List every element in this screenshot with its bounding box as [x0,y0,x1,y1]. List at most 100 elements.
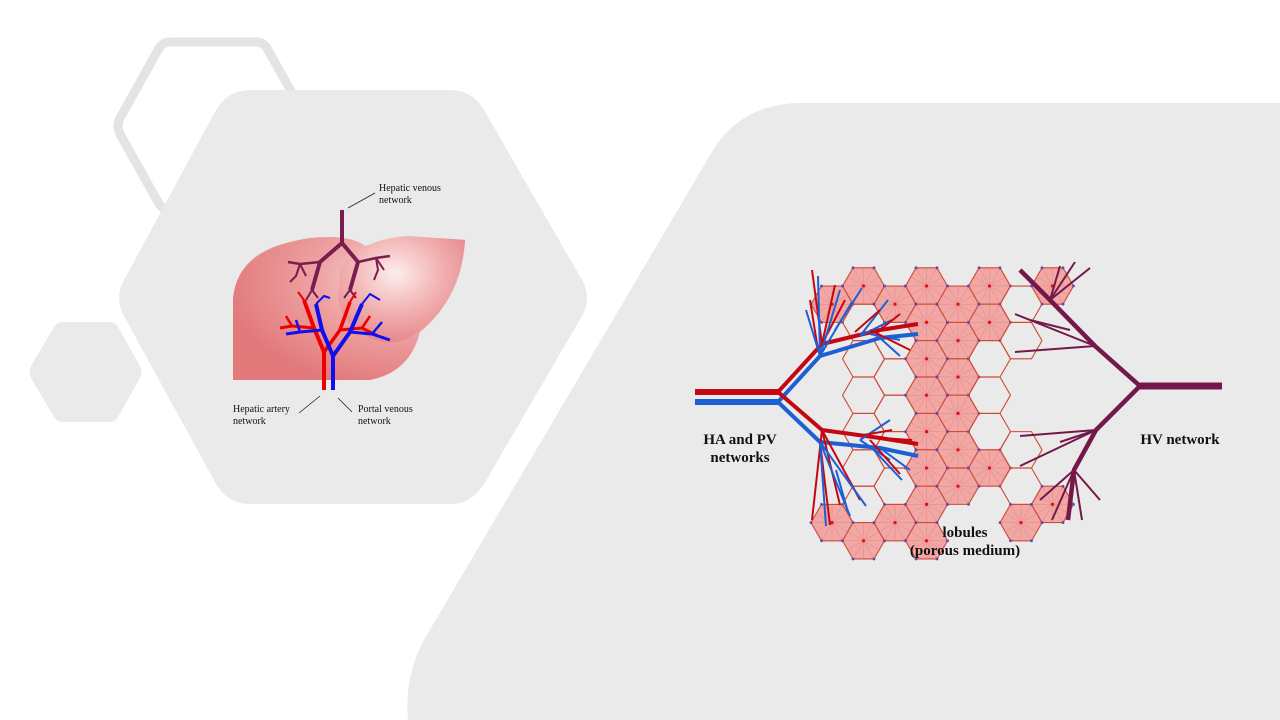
lobule [998,503,1044,543]
central-vein-dot [956,302,960,306]
sinusoid [973,285,990,296]
portal-triad-dot [946,357,949,361]
sinusoid [915,504,927,523]
sinusoid [957,304,969,323]
portal-triad-dot [872,557,876,561]
sinusoid [957,367,974,378]
sinusoid [884,522,896,541]
portal-triad-dot [883,503,886,506]
sinusoid [831,504,843,523]
hepatic-vein-twig [1073,469,1083,521]
sinusoid [989,304,1001,323]
sinusoid [947,376,959,396]
sinusoid [915,467,927,487]
sinusoid [1020,522,1032,541]
sinusoid [1041,267,1053,287]
ha-annotation-line [298,395,321,414]
hepatic-artery-twig [879,437,913,441]
sinusoid [910,504,927,514]
sinusoid [894,285,906,305]
portal-triad-dot [914,412,918,415]
hepatic-vein-twig [1049,261,1076,301]
portal-triad-dot [820,539,823,543]
portal-triad-dot [904,430,907,433]
sinusoid [863,531,880,542]
sinusoid [926,458,943,469]
central-vein-dot [861,284,866,288]
sinusoid [831,285,843,305]
sinusoid [942,340,959,350]
right-panel [407,103,1280,720]
sinusoid [957,340,969,359]
network-vessels [695,261,1222,527]
sinusoid [942,331,959,341]
hepatic-vein-twig [1073,469,1101,501]
portal-triad-dot [935,412,939,415]
portal-triad-dot [872,266,876,270]
sinusoid [926,340,938,359]
sinusoid [957,431,969,450]
sinusoid [915,340,927,359]
hepatic-vein-twig [299,263,307,277]
portal-vein-twig [835,469,849,513]
sinusoid [915,431,927,450]
portal-triad-dot [998,266,1002,270]
portal-triad-dot [904,393,907,397]
central-vein-dot [956,484,960,488]
portal-triad-dot [977,484,981,488]
central-vein-dot [924,284,929,288]
sinusoid [957,413,969,432]
portal-triad-dot [935,521,939,525]
sinusoid [863,267,875,287]
sinusoid [910,358,927,369]
sinusoid [1036,504,1053,514]
hepatic-vein-twig [1049,265,1061,301]
hepatic-vein-twig [373,257,379,281]
portal-vein-twig [805,309,821,357]
sinusoid [978,267,990,287]
portal-triad-dot [1030,503,1033,506]
sinusoid [1020,513,1037,523]
hepatic-artery-twig [821,284,836,345]
portal-triad-dot [1040,302,1044,306]
sinusoid [879,303,896,314]
portal-triad-dot [914,302,918,306]
hepatic-artery-upper-branch [776,322,919,394]
sinusoid [879,513,896,523]
sinusoid [915,449,927,469]
lobule [935,430,981,470]
portal-triad-dot [809,521,813,524]
portal-triad-dot [967,284,970,288]
central-vein-dot [924,539,929,543]
portal-triad-dot [946,502,949,506]
sinusoid [910,385,927,396]
portal-triad-dot [967,466,970,470]
sinusoid [1005,522,1022,532]
sinusoid [1036,285,1053,296]
central-vein-dot [924,466,929,470]
portal-vein-twig [819,441,827,527]
portal-triad-dot [1040,266,1044,270]
portal-triad-dot [1040,521,1044,524]
portal-triad-dot [841,539,844,543]
sinusoid [947,340,959,359]
sinusoid [852,522,864,541]
portal-triad-dot [1061,302,1065,306]
hepatic-vein-twig [1029,319,1071,331]
sinusoid [957,440,974,451]
sinusoid [910,458,927,469]
sinusoid [894,522,906,541]
sinusoid [863,285,875,305]
portal-triad-dot [935,339,939,342]
sinusoid [926,540,943,551]
sinusoid [863,276,880,287]
sinusoid [957,449,969,469]
sinusoid [1036,495,1053,505]
sinusoid [926,431,938,450]
sinusoid [847,540,864,551]
central-vein-dot [893,302,897,306]
hepatic-vein-twig [1019,429,1097,467]
sinusoid [957,376,974,387]
portal-triad-dot [820,503,823,506]
sinusoid [957,285,969,305]
